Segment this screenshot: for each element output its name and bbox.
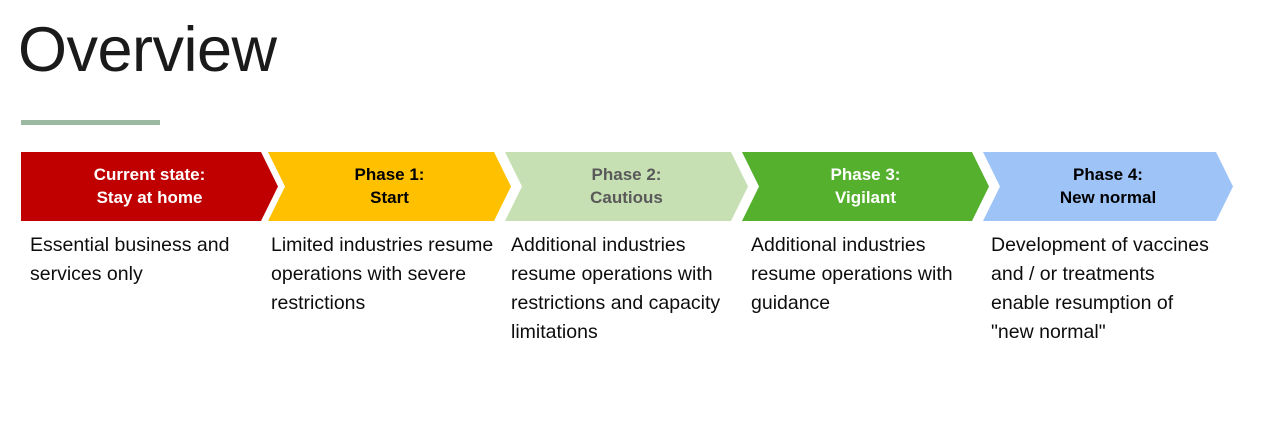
page-title: Overview: [18, 15, 277, 85]
phase-description-row: Essential business and services only Limi…: [21, 231, 1261, 421]
phase-banner-phase-2[interactable]: Phase 2: Cautious: [505, 152, 748, 221]
phase-banner-phase-1[interactable]: Phase 1: Start: [268, 152, 511, 221]
phase-banner-phase-3[interactable]: Phase 3: Vigilant: [742, 152, 989, 221]
phase-banner-title-line1: Phase 2:: [591, 164, 662, 184]
phase-description-phase-3: Additional industries resume operations …: [751, 234, 953, 314]
phase-banner-title-line1: Phase 1:: [354, 164, 425, 184]
phase-banner-title-line2: Cautious: [590, 187, 663, 207]
phase-banner-current-state[interactable]: Current state: Stay at home: [21, 152, 278, 221]
phase-description-current-state: Essential business and services only: [30, 234, 230, 285]
phase-description-phase-4: Development of vaccines and / or treatme…: [991, 234, 1209, 343]
phase-banner-title-line2: Start: [370, 187, 409, 207]
phase-description-phase-2: Additional industries resume operations …: [511, 234, 721, 343]
phase-banner-title-line2: Stay at home: [96, 187, 203, 207]
phase-banner-title-line1: Current state:: [93, 164, 206, 184]
phase-description-phase-1: Limited industries resume operations wit…: [271, 234, 494, 314]
phase-banner-phase-4[interactable]: Phase 4: New normal: [983, 152, 1233, 221]
phase-banner-title-line2: New normal: [1059, 187, 1157, 207]
phase-banner-title-line2: Vigilant: [834, 187, 897, 207]
phase-banner-title-line1: Phase 3:: [830, 164, 901, 184]
title-accent-bar: [21, 120, 160, 125]
phase-banner-title-line1: Phase 4:: [1073, 164, 1143, 184]
